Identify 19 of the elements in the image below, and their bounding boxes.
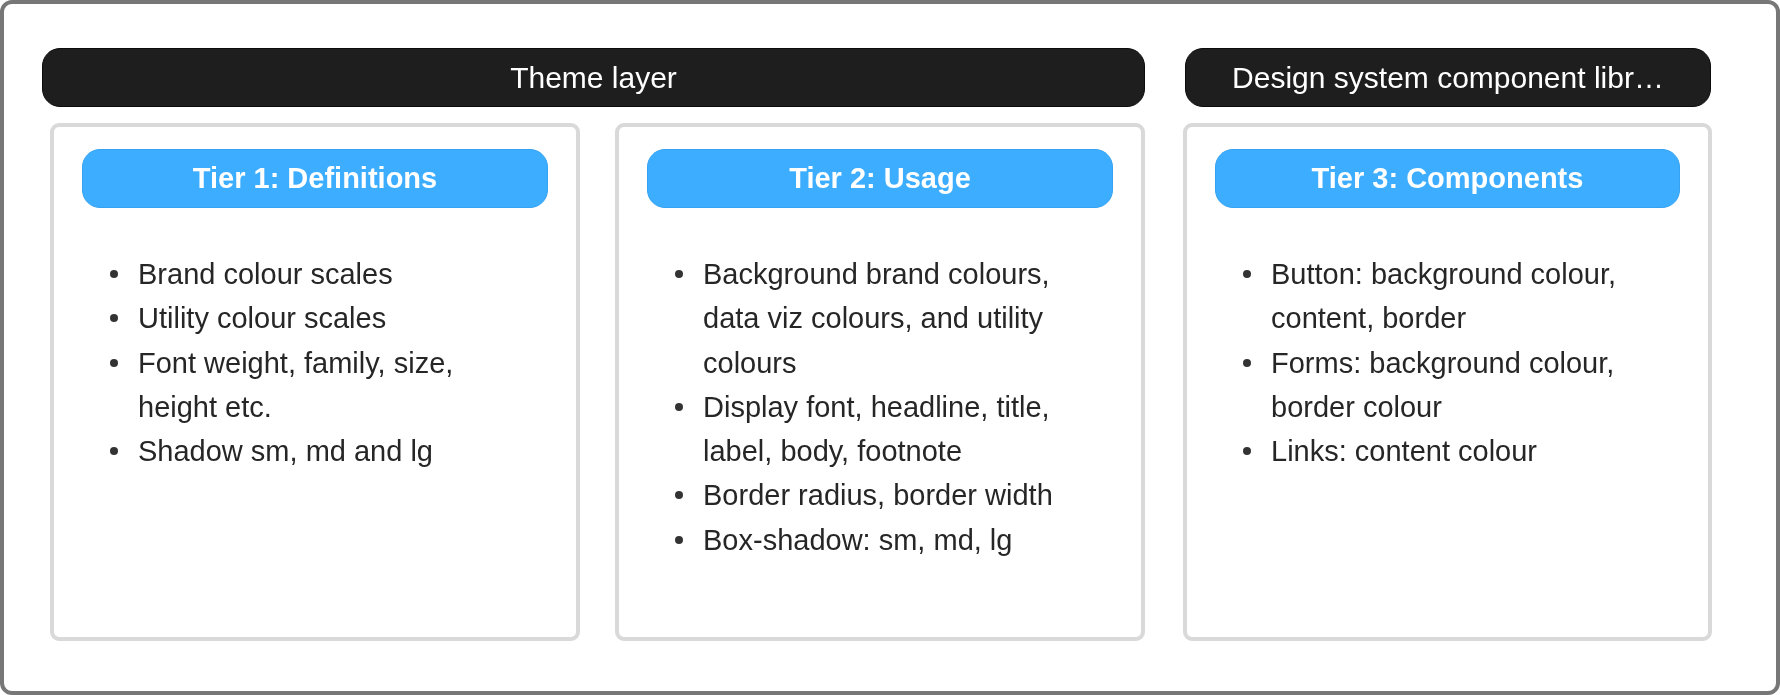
list-item-text: Box-shadow: sm, md, lg [703, 522, 1014, 558]
list-item-text: Button: background colour, content, border [1271, 257, 1617, 337]
tier-heading-pill: Tier 1: Definitions [82, 149, 548, 208]
list-item-text: Display font, headline, title, label, body, footnote [703, 389, 1051, 470]
tier-heading-pill: Tier 3: Components [1215, 149, 1680, 208]
list-item-text: Background brand colours, data viz colours, and utility colours [703, 257, 1051, 381]
list-item-text: Border radius, border width [703, 478, 1054, 514]
tier-panel [50, 123, 580, 641]
list-item-text: Utility colour scales [138, 301, 388, 337]
layer-heading-bar: Theme layer [42, 48, 1145, 107]
layer-heading-bar: Design system component libr… [1185, 48, 1711, 107]
tier-panel [1183, 123, 1712, 641]
list-item-text: Brand colour scales [138, 257, 394, 292]
list-item-text: Links: content colour [1271, 434, 1538, 470]
tier-panel [615, 123, 1145, 641]
list-item-text: Forms: background colour, border colour [1271, 345, 1616, 425]
list-item-text: Font weight, family, size, height etc. [138, 345, 455, 425]
tier-heading-pill: Tier 2: Usage [647, 149, 1113, 208]
list-item-text: Shadow sm, md and lg [138, 434, 434, 470]
